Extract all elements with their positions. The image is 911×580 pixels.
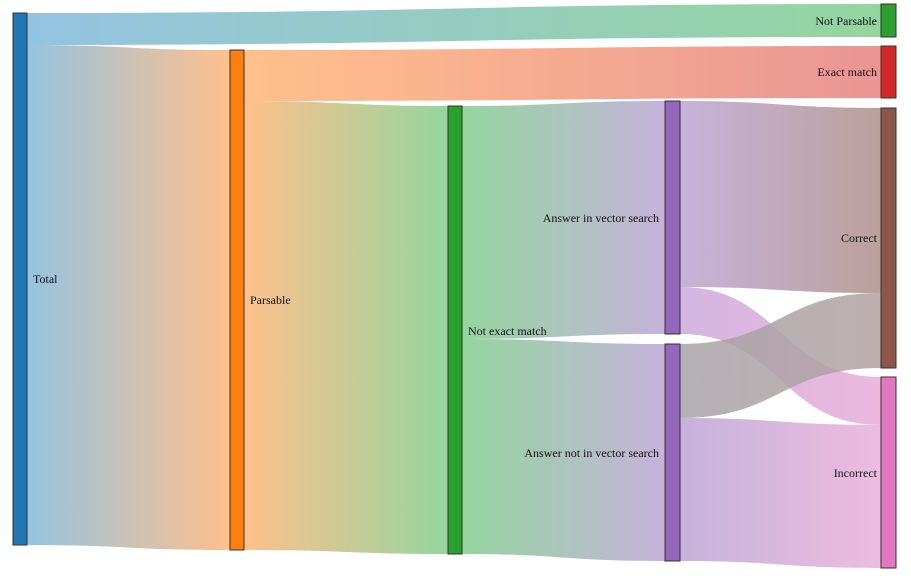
node-exact-match [880,45,897,99]
label-answer-not-in-vector-search: Answer not in vector search [524,446,659,460]
label-correct: Correct [841,231,878,245]
link-total-parsable [27,45,230,550]
node-not-exact-match [447,105,463,555]
label-answer-in-vector-search: Answer in vector search [543,211,659,225]
label-not-exact-match: Not exact match [468,324,547,338]
link-answer-not-in-correct [680,293,881,418]
node-incorrect [880,376,897,569]
link-total-not-parsable [27,4,881,45]
link-answer-in-correct [680,101,881,293]
node-parsable [229,49,245,551]
label-not-parsable: Not Parsable [815,14,877,28]
node-total [12,12,28,546]
link-parsable-exact-match [244,46,881,101]
node-answer-not-in-vector-search [664,343,681,562]
link-not-exact-answer-in [462,101,665,339]
node-not-parsable [880,3,897,38]
link-not-exact-answer-not-in [462,339,665,561]
label-total: Total [33,272,58,286]
link-answer-not-in-incorrect [680,418,881,568]
label-parsable: Parsable [250,293,291,307]
label-exact-match: Exact match [817,65,877,79]
label-incorrect: Incorrect [834,466,878,480]
link-parsable-not-exact-match [244,101,448,554]
node-answer-in-vector-search [664,100,681,335]
node-correct [880,107,897,369]
